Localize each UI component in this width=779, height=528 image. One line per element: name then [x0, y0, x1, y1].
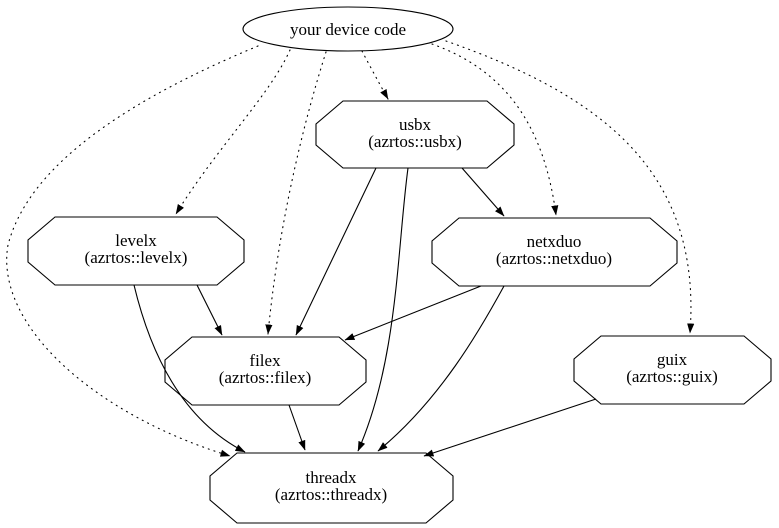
- node-usbx-label: usbx: [399, 115, 432, 134]
- octagon-shape: [27, 216, 245, 286]
- edge-levelx-filex: [196, 284, 223, 336]
- octagon-shape: [164, 336, 367, 406]
- edge-device-guix: [445, 40, 695, 334]
- node-threadx-sublabel: (azrtos::threadx): [275, 485, 387, 504]
- edge-netxduo-threadx: [377, 285, 505, 452]
- node-levelx-sublabel: (azrtos::levelx): [85, 248, 188, 267]
- node-usbx: usbx (azrtos::usbx): [315, 100, 515, 169]
- octagon-shape: [573, 335, 772, 405]
- node-guix: guix (azrtos::guix): [573, 335, 772, 405]
- octagon-shape: [315, 100, 515, 169]
- node-netxduo: netxduo (azrtos::netxduo): [431, 217, 678, 287]
- edge-netxduo-filex: [344, 285, 482, 341]
- edge-device-usbx: [361, 50, 389, 100]
- node-netxduo-label: netxduo: [527, 232, 582, 251]
- node-levelx: levelx (azrtos::levelx): [27, 216, 245, 286]
- node-filex-sublabel: (azrtos::filex): [219, 368, 312, 387]
- edge-filex-threadx: [288, 404, 306, 451]
- edge-guix-threadx: [423, 398, 597, 457]
- node-guix-sublabel: (azrtos::guix): [626, 367, 718, 386]
- ellipse-shape: [242, 6, 454, 52]
- edge-device-filex: [265, 51, 327, 335]
- edge-levelx-threadx: [133, 284, 246, 453]
- edge-usbx-filex: [295, 167, 377, 336]
- node-guix-label: guix: [657, 350, 688, 369]
- edge-usbx-netxduo: [461, 167, 505, 217]
- octagon-shape: [209, 452, 454, 524]
- edge-usbx-threadx: [357, 167, 409, 452]
- node-usbx-sublabel: (azrtos::usbx): [368, 132, 461, 151]
- node-filex-label: filex: [249, 351, 281, 370]
- octagon-shape: [431, 217, 678, 287]
- edge-device-threadx: [6, 45, 259, 457]
- node-netxduo-sublabel: (azrtos::netxduo): [496, 249, 612, 268]
- node-device-label: your device code: [290, 20, 406, 39]
- node-device: your device code: [242, 6, 454, 52]
- node-levelx-label: levelx: [115, 231, 157, 250]
- node-threadx-label: threadx: [306, 468, 357, 487]
- node-filex: filex (azrtos::filex): [164, 336, 367, 406]
- edge-device-levelx: [175, 49, 291, 215]
- node-threadx: threadx (azrtos::threadx): [209, 452, 454, 524]
